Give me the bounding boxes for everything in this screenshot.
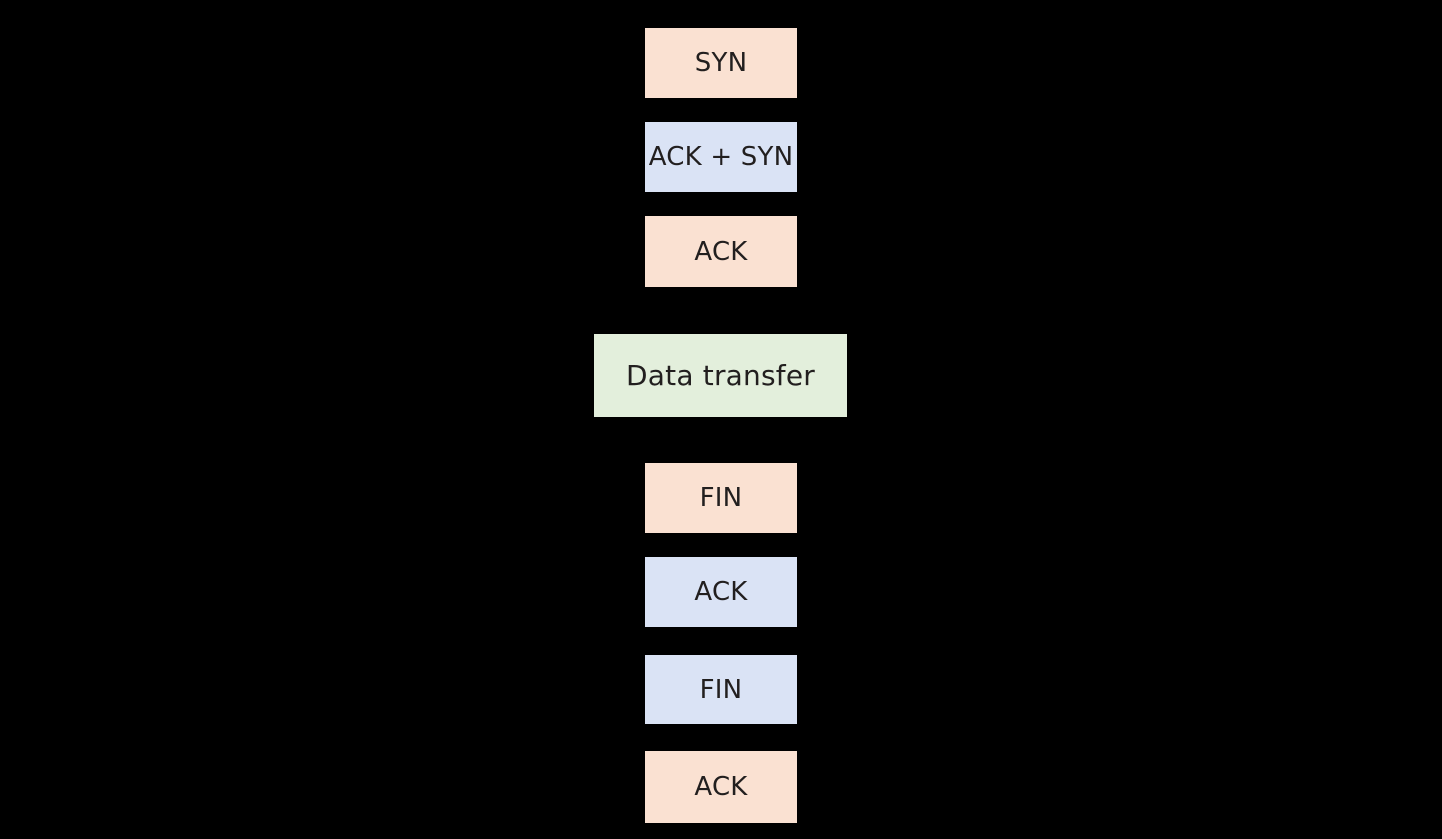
message-box-label: Data transfer bbox=[626, 358, 815, 392]
message-box-ack-server[interactable]: ACK bbox=[645, 557, 797, 627]
message-box-label: FIN bbox=[699, 483, 743, 513]
message-box-data-transfer[interactable]: Data transfer bbox=[594, 334, 847, 417]
message-box-label: ACK + SYN bbox=[648, 142, 794, 172]
message-box-label: SYN bbox=[694, 48, 748, 78]
message-box-label: FIN bbox=[699, 674, 743, 705]
message-box-fin-client[interactable]: FIN bbox=[645, 463, 797, 533]
message-box-label: ACK bbox=[694, 772, 748, 802]
message-box-ack-syn[interactable]: ACK + SYN bbox=[645, 122, 797, 192]
message-box-label: ACK bbox=[694, 577, 748, 607]
message-box-fin-server[interactable]: FIN bbox=[645, 655, 797, 724]
message-box-ack-final[interactable]: ACK bbox=[645, 751, 797, 823]
message-box-syn[interactable]: SYN bbox=[645, 28, 797, 98]
message-box-label: ACK bbox=[694, 236, 748, 267]
message-box-ack-handshake[interactable]: ACK bbox=[645, 216, 797, 287]
